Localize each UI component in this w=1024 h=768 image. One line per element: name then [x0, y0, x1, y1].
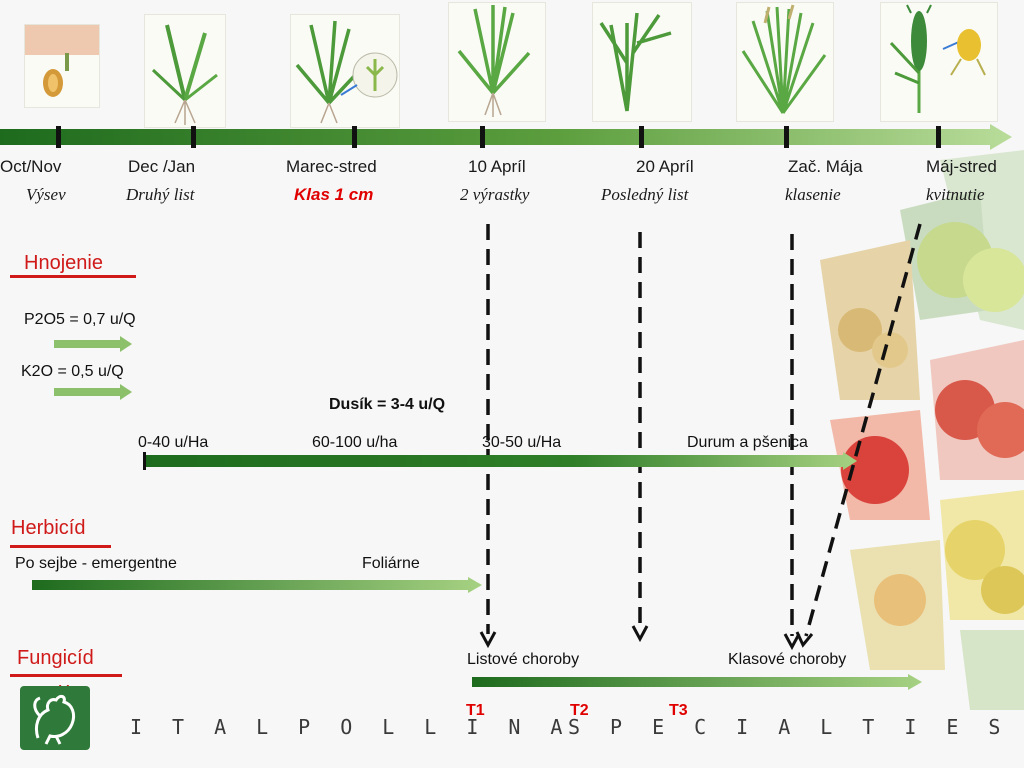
- timeline-tick: [936, 126, 941, 148]
- herbicide-foliar-label: Foliárne: [362, 555, 420, 572]
- plant-illustration-last-leaf: [592, 2, 692, 122]
- timeline-tick: [480, 126, 485, 148]
- plant-illustration-two-shoots: [448, 2, 546, 122]
- stage-name-6: klasenie: [785, 185, 841, 204]
- herbicide-arrow: [32, 577, 482, 593]
- rooster-logo: [20, 686, 90, 750]
- stage-name-7: kvitnutie: [926, 185, 985, 204]
- stage-name-1: Výsev: [26, 185, 66, 204]
- treatment-t1: T1: [466, 702, 485, 719]
- p2o5-arrow: [54, 336, 132, 352]
- timeline-tick: [784, 126, 789, 148]
- ear-diseases-label: Klasové choroby: [728, 651, 847, 668]
- stage-name-5: Posledný list: [601, 185, 689, 204]
- plant-illustration-ear-1cm: [290, 14, 400, 128]
- k2o-arrow: [54, 384, 132, 400]
- fruit-mosaic-background: [820, 150, 1024, 710]
- stage-name-4: 2 výrastky: [460, 185, 530, 204]
- plant-illustration-flowering: [880, 2, 998, 122]
- nitrogen-arrow: [143, 452, 857, 470]
- stage-period-5: 20 Apríl: [636, 157, 694, 176]
- plant-illustration-heading: [736, 2, 834, 122]
- fertilization-title: Hnojenie: [24, 252, 103, 274]
- stage-period-2: Dec /Jan: [128, 157, 196, 176]
- timeline-tick: [56, 126, 61, 148]
- herbicide-title: Herbicíd: [11, 517, 86, 539]
- stage-period-7: Máj-stred: [926, 157, 997, 176]
- herbicide-pre-label: Po sejbe - emergentne: [15, 555, 177, 572]
- fungicide-title: Fungicíd: [17, 647, 94, 669]
- brand-name-left: ITALPOLLINA: [130, 715, 593, 739]
- nitrogen-title: Dusík = 3-4 u/Q: [329, 396, 446, 413]
- timeline-arrow: [0, 124, 1012, 150]
- nitrogen-dose-3: 30-50 u/Ha: [482, 434, 562, 451]
- timeline-tick: [639, 126, 644, 148]
- plant-illustration-sowing: [24, 24, 100, 108]
- plant-illustration-second-leaf: [144, 14, 226, 128]
- timeline-tick: [191, 126, 196, 148]
- leaf-diseases-label: Listové choroby: [467, 651, 580, 668]
- p2o5-label: P2O5 = 0,7 u/Q: [24, 311, 136, 328]
- fungicide-underline: [10, 674, 122, 677]
- treatment-t3: T3: [669, 702, 688, 719]
- crop-note: Durum a pšenica: [687, 434, 808, 451]
- brand-name-right: SPECIALTIES: [568, 715, 1024, 739]
- stage-period-3: Marec-stred: [286, 157, 377, 176]
- stage-name-2: Druhý list: [126, 185, 195, 204]
- stage-period-1: Oct/Nov: [0, 157, 62, 176]
- stage-name-3: Klas 1 cm: [294, 185, 374, 204]
- stage-period-4: 10 Apríl: [468, 157, 526, 176]
- fungicide-arrow: [472, 674, 922, 690]
- nitrogen-dose-1: 0-40 u/Ha: [138, 434, 209, 451]
- herbicide-underline: [10, 545, 111, 548]
- k2o-label: K2O = 0,5 u/Q: [21, 363, 124, 380]
- timeline-tick: [352, 126, 357, 148]
- nitrogen-dose-2: 60-100 u/ha: [312, 434, 398, 451]
- fertilization-underline: [10, 275, 136, 278]
- treatment-t2: T2: [570, 702, 589, 719]
- stage-period-6: Zač. Mája: [788, 157, 863, 176]
